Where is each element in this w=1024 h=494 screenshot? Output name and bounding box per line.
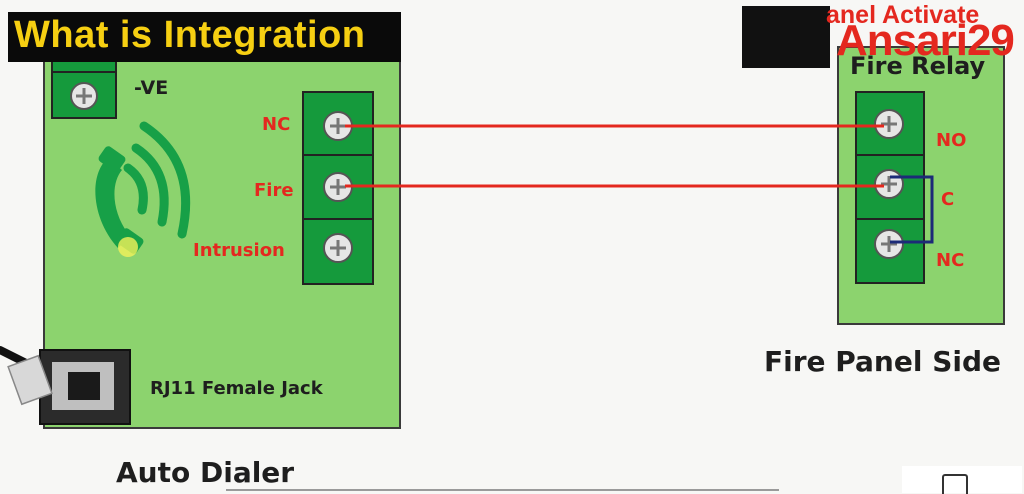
bottom-divider xyxy=(226,489,779,491)
title-banner: What is Integration xyxy=(8,12,401,62)
ve-label: -VE xyxy=(134,77,169,99)
page-title: What is Integration xyxy=(14,14,366,56)
terminal-label-nc: NC xyxy=(262,114,291,135)
screw-terminal-icon xyxy=(323,233,353,263)
screw-terminal-icon xyxy=(874,169,904,199)
fire-relay-title: Fire Relay xyxy=(850,52,986,80)
relay-label-c: C xyxy=(941,189,955,210)
watermark-box xyxy=(742,6,830,68)
auto-dialer-title: Auto Dialer xyxy=(116,456,295,489)
screw-terminal-icon xyxy=(874,109,904,139)
screw-terminal-icon xyxy=(323,172,353,202)
phone-signal-icon xyxy=(95,121,191,257)
screw-terminal-icon xyxy=(70,82,98,110)
box-icon xyxy=(942,474,968,494)
watermark-text-top: anel Activate xyxy=(826,1,980,29)
terminal-label-intrusion: Intrusion xyxy=(193,240,285,261)
rj11-jack-icon xyxy=(0,346,131,425)
watermark-handle: Ansari29 xyxy=(836,16,1015,65)
fire-panel-side-label: Fire Panel Side xyxy=(764,345,1002,378)
relay-label-no: NO xyxy=(936,130,967,151)
jumper-wire xyxy=(890,175,934,244)
terminal-label-fire: Fire xyxy=(254,180,294,201)
relay-label-nc: NC xyxy=(936,250,965,271)
jack-label: RJ11 Female Jack xyxy=(150,378,323,399)
corner-overlay xyxy=(902,466,1022,494)
screw-terminal-icon xyxy=(874,229,904,259)
